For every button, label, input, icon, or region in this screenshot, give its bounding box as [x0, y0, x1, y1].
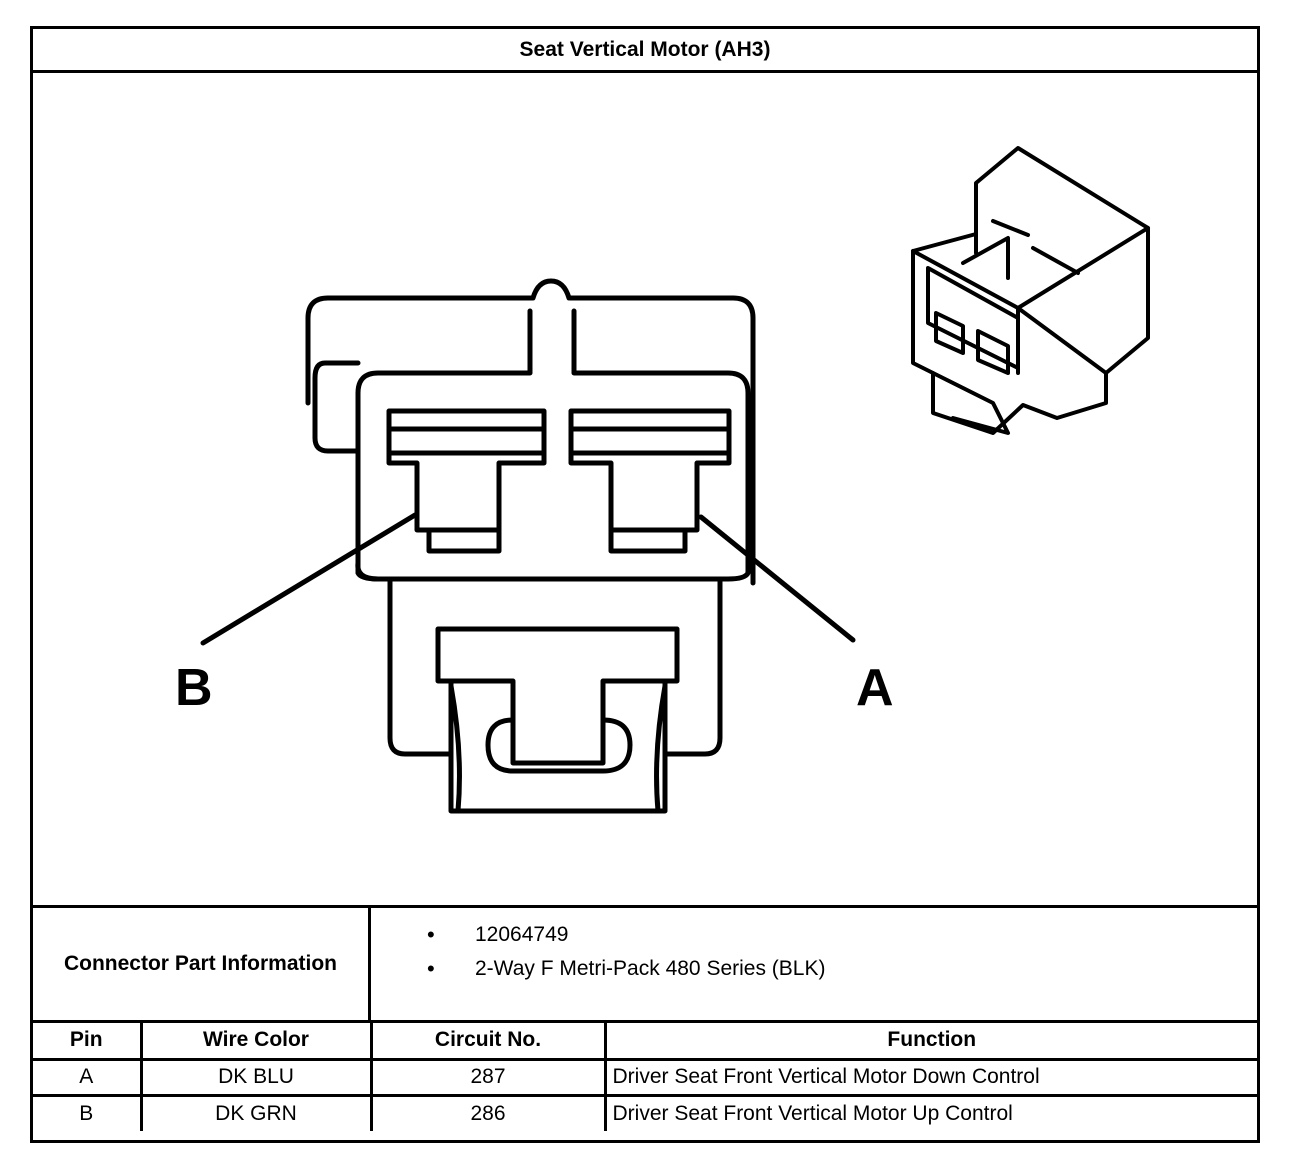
pin-a-label: A: [856, 659, 894, 717]
connector-description: 2-Way F Metri-Pack 480 Series (BLK): [475, 957, 826, 980]
connector-lower-shroud: [387, 578, 723, 757]
connector-side-tab: [312, 360, 361, 454]
page-title: Seat Vertical Motor (AH3): [33, 29, 1257, 73]
pin-cell: B: [33, 1093, 143, 1131]
wire-color-cell: DK GRN: [139, 1093, 373, 1131]
connector-face-drawing: B A: [175, 146, 1150, 814]
part-number: 12064749: [475, 923, 569, 946]
connector-document: Seat Vertical Motor (AH3): [30, 26, 1260, 1143]
connector-info-item: • 2-Way F Metri-Pack 480 Series (BLK): [371, 952, 1257, 986]
pin-table-header-row: Pin Wire Color Circuit No. Function: [33, 1023, 1257, 1061]
function-cell: Driver Seat Front Vertical Motor Up Cont…: [603, 1093, 1257, 1131]
pin-b-label: B: [175, 659, 213, 717]
connector-info-list: • 12064749 • 2-Way F Metri-Pack 480 Seri…: [371, 908, 1257, 1030]
pin-a-leader-line: [698, 514, 856, 643]
connector-housing-outline: [305, 278, 756, 586]
connector-diagram: B A: [33, 73, 1257, 905]
circuit-number-header: Circuit No.: [369, 1023, 607, 1061]
pin-table: Pin Wire Color Circuit No. Function A DK…: [33, 1023, 1257, 1131]
pin-cell: A: [33, 1057, 143, 1097]
circuit-number-cell: 287: [369, 1057, 607, 1097]
connector-info-label: Connector Part Information: [33, 908, 371, 1020]
wire-color-cell: DK BLU: [139, 1057, 373, 1097]
connector-info-row: Connector Part Information • 12064749 • …: [33, 905, 1257, 1023]
function-cell: Driver Seat Front Vertical Motor Down Co…: [603, 1057, 1257, 1097]
wire-color-header: Wire Color: [139, 1023, 373, 1061]
pin-b-leader-line: [200, 512, 418, 646]
pin-header: Pin: [33, 1023, 143, 1061]
connector-inner-body: [355, 308, 751, 582]
function-header: Function: [603, 1023, 1257, 1061]
table-row: A DK BLU 287 Driver Seat Front Vertical …: [33, 1057, 1257, 1097]
table-row: B DK GRN 286 Driver Seat Front Vertical …: [33, 1093, 1257, 1131]
bullet-icon: •: [427, 956, 435, 981]
connector-info-item: • 12064749: [371, 918, 1257, 952]
bullet-icon: •: [427, 922, 435, 947]
connector-isometric-view: [911, 146, 1150, 435]
connector-locking-latch: [435, 626, 680, 766]
circuit-number-cell: 286: [369, 1093, 607, 1131]
